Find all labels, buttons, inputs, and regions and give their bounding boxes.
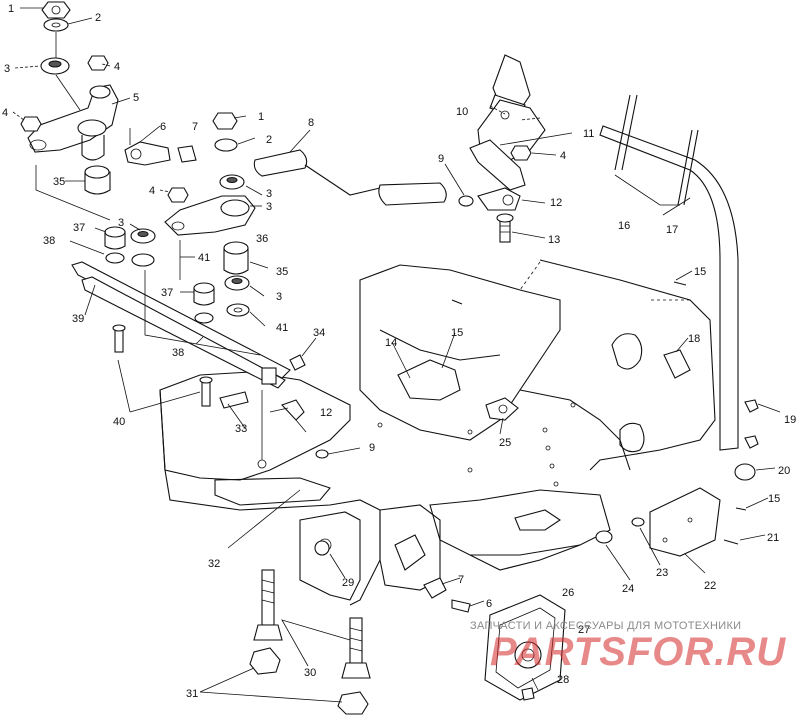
callout-20: 20 <box>778 465 790 477</box>
callout-4: 4 <box>2 107 8 119</box>
callout-7: 7 <box>458 574 464 586</box>
callout-33: 33 <box>235 423 247 435</box>
steering-column <box>469 54 546 243</box>
callout-28: 28 <box>557 674 569 686</box>
callout-15: 15 <box>694 266 706 278</box>
callout-35: 35 <box>53 176 65 188</box>
callout-15: 15 <box>451 327 463 339</box>
callout-8: 8 <box>308 117 314 129</box>
callout-4: 4 <box>149 185 155 197</box>
callout-2: 2 <box>266 134 272 146</box>
callout-11: 11 <box>583 128 594 140</box>
callout-41: 41 <box>276 322 288 334</box>
leader-lines <box>12 7 781 703</box>
callout-3: 3 <box>266 188 272 200</box>
callout-26: 26 <box>562 587 574 599</box>
watermark-logo: PARTSFOR.RU <box>490 630 787 674</box>
callout-3: 3 <box>118 217 124 229</box>
callout-37: 37 <box>161 287 173 299</box>
callout-1: 1 <box>8 3 14 15</box>
callout-25: 25 <box>499 437 511 449</box>
callout-34: 34 <box>313 327 325 339</box>
callout-1: 1 <box>258 111 264 123</box>
callout-4: 4 <box>560 150 566 162</box>
callout-40: 40 <box>113 416 125 428</box>
callout-15: 15 <box>768 493 780 505</box>
callout-9: 9 <box>438 153 444 165</box>
callout-38: 38 <box>172 347 184 359</box>
callout-9: 9 <box>369 442 375 454</box>
callout-5: 5 <box>133 92 139 104</box>
callout-3: 3 <box>276 291 282 303</box>
callout-16: 16 <box>618 220 630 232</box>
callout-21: 21 <box>767 532 779 544</box>
tow-handle-assembly <box>451 94 759 557</box>
callout-12: 12 <box>550 197 562 209</box>
callout-17: 17 <box>666 224 678 236</box>
callout-6: 6 <box>486 598 492 610</box>
callout-29: 29 <box>342 577 354 589</box>
callout-32: 32 <box>208 558 220 570</box>
callout-13: 13 <box>548 234 560 246</box>
callout-7: 7 <box>192 121 198 133</box>
callout-2: 2 <box>95 12 101 24</box>
watermark: ЗАПЧАСТИ И АКСЕССУАРЫ ДЛЯ МОТОТЕХНИКИ PA… <box>470 618 790 688</box>
callout-labels: 1 2 3 4 4 5 6 7 1 2 8 35 4 3 3 37 3 36 3… <box>2 3 796 700</box>
callout-35: 35 <box>276 266 288 278</box>
callout-12: 12 <box>320 407 332 419</box>
lower-parts <box>227 359 566 715</box>
callout-27: 27 <box>578 624 590 636</box>
callout-3: 3 <box>4 63 10 75</box>
callout-31: 31 <box>186 688 198 700</box>
callout-24: 24 <box>622 583 634 595</box>
callout-41: 41 <box>198 252 210 264</box>
callout-37: 37 <box>73 222 85 234</box>
watermark-caption: ЗАПЧАСТИ И АКСЕССУАРЫ ДЛЯ МОТОТЕХНИКИ <box>470 620 742 632</box>
callout-4: 4 <box>114 61 120 73</box>
callout-6: 6 <box>160 121 166 133</box>
callout-38: 38 <box>43 235 55 247</box>
callout-19: 19 <box>784 414 796 426</box>
chassis-frame <box>159 259 716 606</box>
callout-14: 14 <box>385 337 397 349</box>
callout-30: 30 <box>304 667 316 679</box>
callout-23: 23 <box>656 567 668 579</box>
callout-10: 10 <box>456 106 468 118</box>
callout-22: 22 <box>704 580 716 592</box>
callout-3: 3 <box>266 201 272 213</box>
callout-39: 39 <box>72 313 84 325</box>
callout-36: 36 <box>256 233 268 245</box>
callout-18: 18 <box>688 333 700 345</box>
steering-arm-assembly <box>20 1 474 469</box>
